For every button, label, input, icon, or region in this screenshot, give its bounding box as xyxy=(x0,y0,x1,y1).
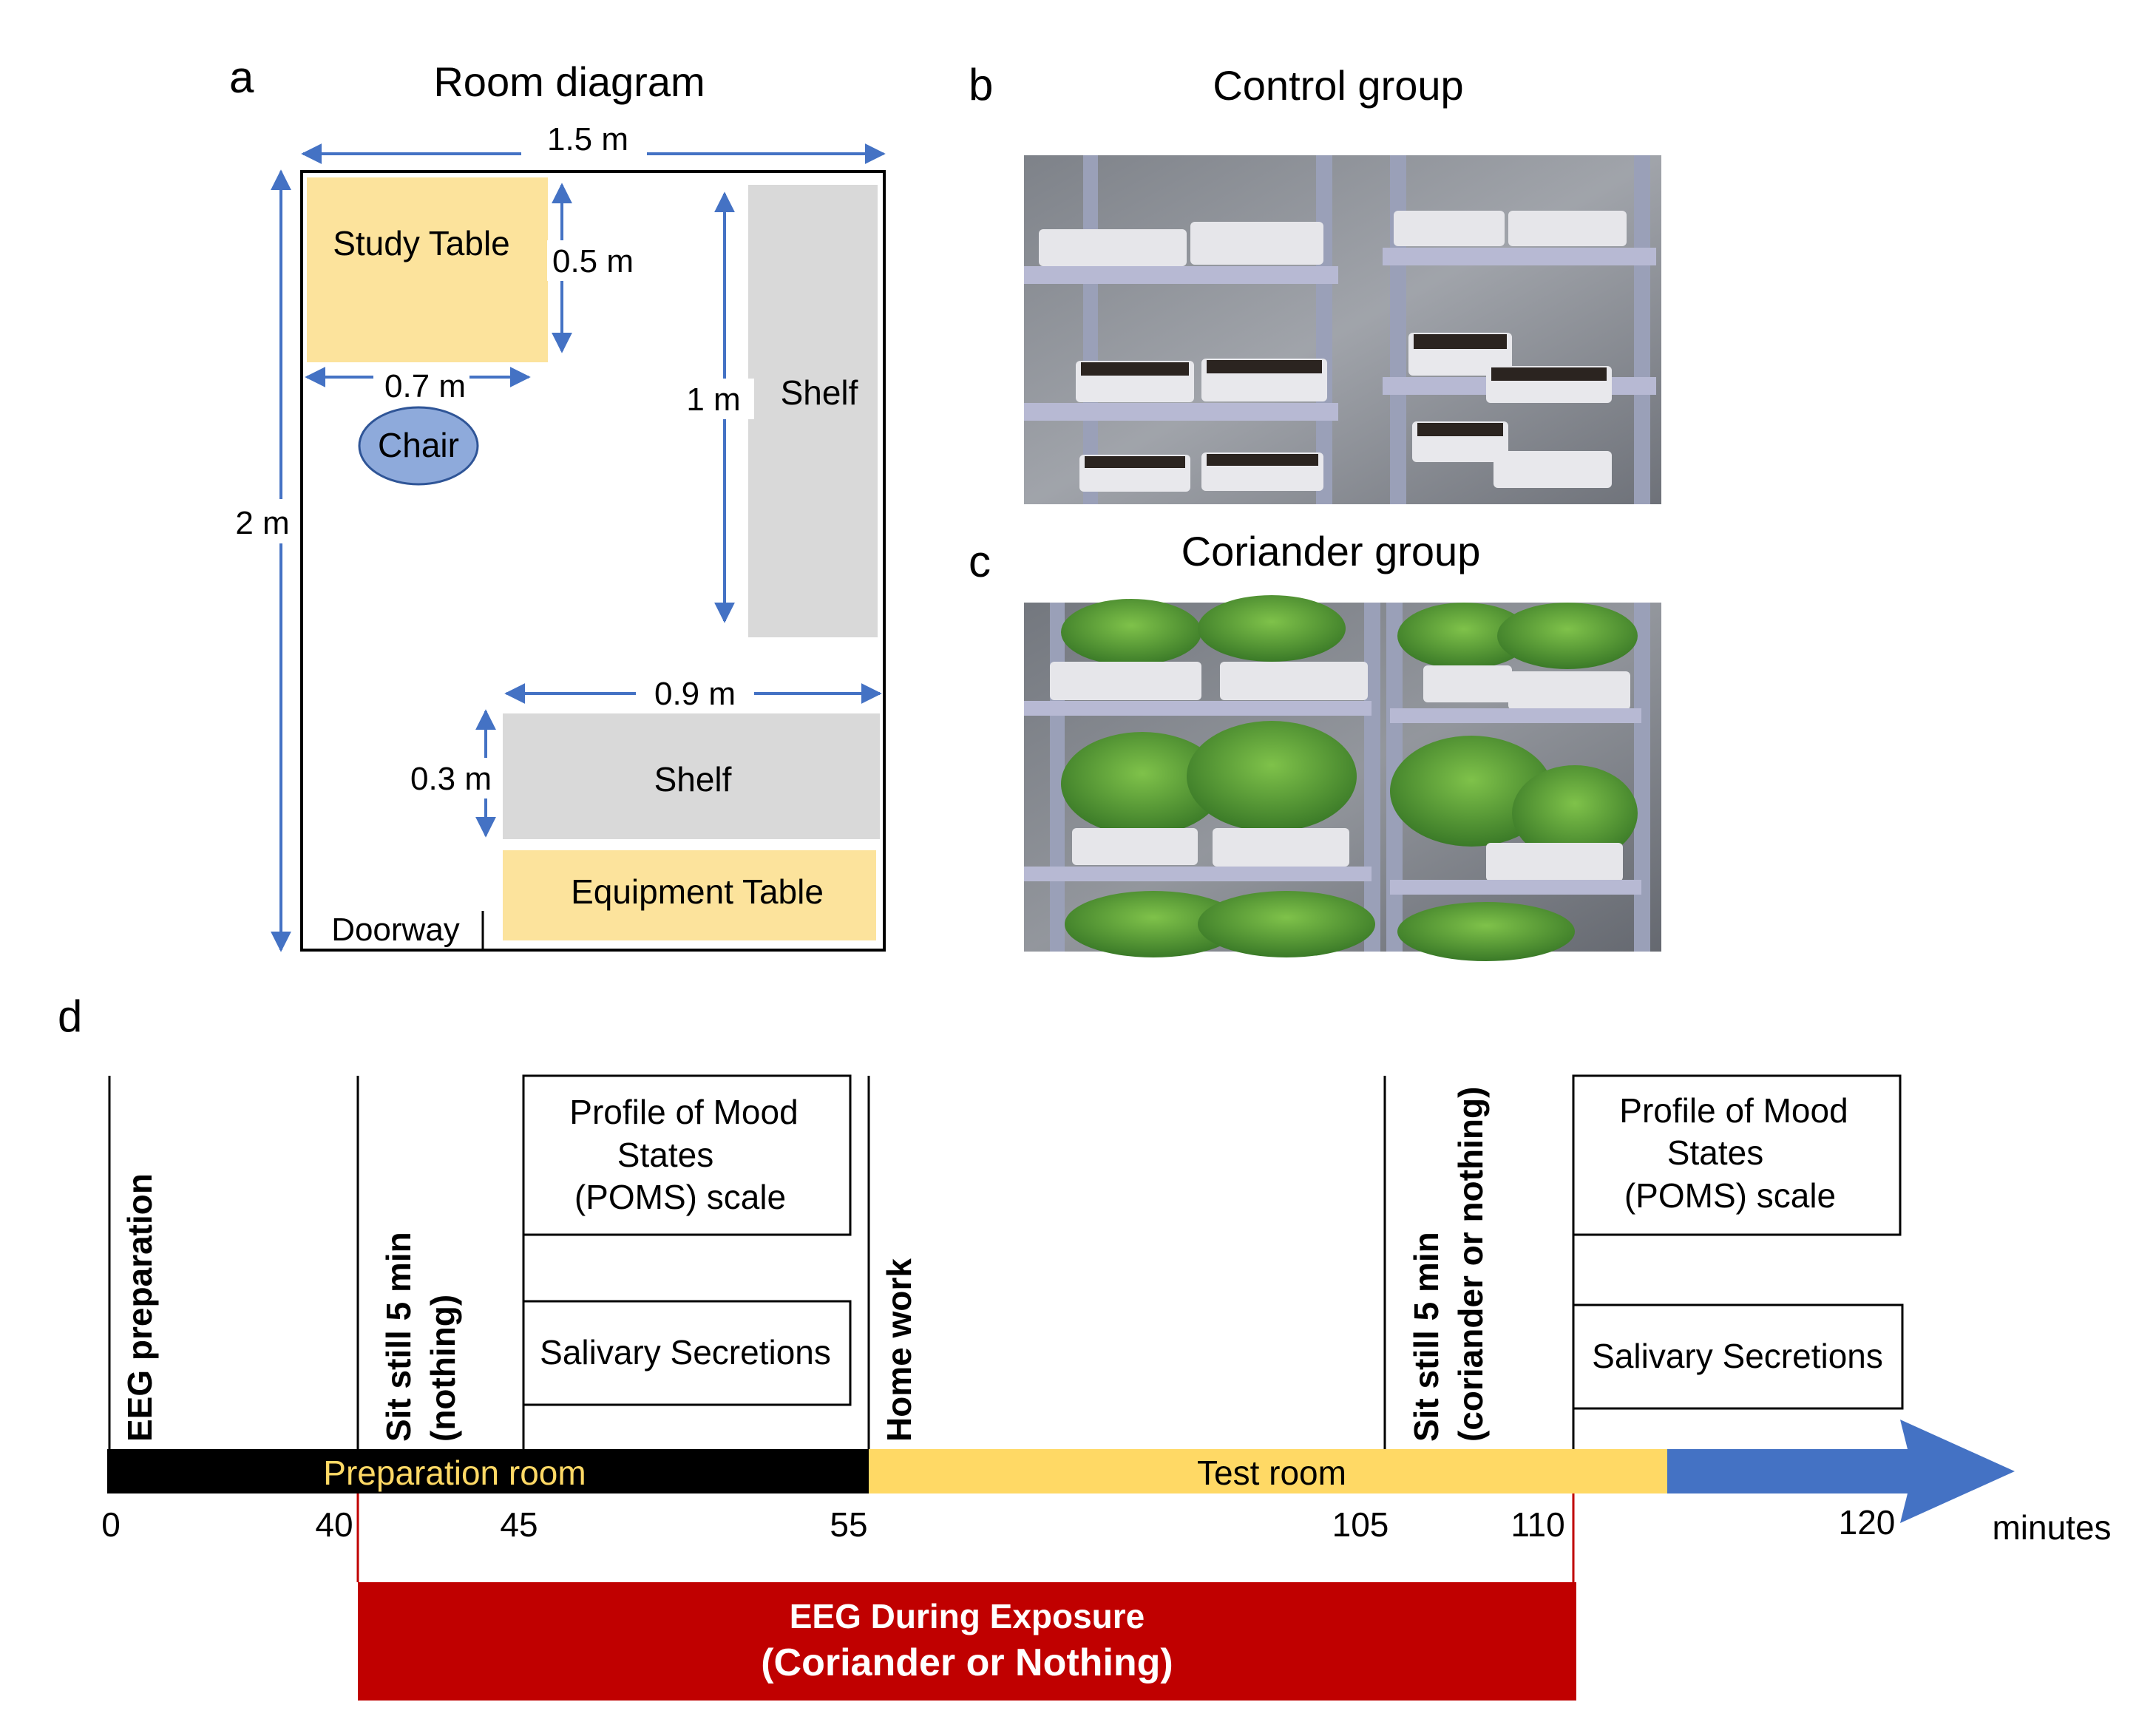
study-table-height-label: 0.5 m xyxy=(552,243,634,279)
preparation-room-bar xyxy=(107,1449,869,1493)
tick-45: 45 xyxy=(500,1505,538,1544)
saliva-2-label: Salivary Secretions xyxy=(1592,1337,1883,1375)
shelf-bottom-width-label: 0.9 m xyxy=(654,676,736,712)
poms-2-line2: States xyxy=(1667,1133,1763,1172)
saliva-1-label: Salivary Secretions xyxy=(540,1333,831,1371)
coriander-group-title: Coriander group xyxy=(1181,528,1481,574)
tick-55: 55 xyxy=(830,1505,867,1544)
shelf-bottom-label: Shelf xyxy=(654,760,732,799)
test-room-bar xyxy=(869,1449,1667,1493)
poms-box-1 xyxy=(522,1074,852,1236)
timeline-arrow xyxy=(1667,1420,2015,1523)
tick-110: 110 xyxy=(1511,1505,1564,1544)
poms-2-line3: (POMS) scale xyxy=(1624,1176,1836,1215)
shelf-bottom xyxy=(503,713,880,839)
doorway-label: Doorway xyxy=(331,912,460,948)
study-table-label: Study Table xyxy=(333,224,510,262)
test-room-label: Test room xyxy=(1197,1454,1346,1492)
chair xyxy=(358,406,479,486)
poms-1-line1: Profile of Mood xyxy=(569,1093,798,1131)
tick-120: 120 xyxy=(1839,1503,1896,1542)
room-outline xyxy=(300,170,886,952)
coriander-group-photo xyxy=(1024,595,1661,961)
shelf-bottom-depth-label: 0.3 m xyxy=(410,761,492,797)
poms-1-line2: States xyxy=(617,1136,713,1174)
chair-label: Chair xyxy=(378,426,459,464)
panel-label-b: b xyxy=(969,60,993,109)
stage-sit-still-2-line1: Sit still 5 min xyxy=(1407,1232,1445,1442)
shelf-right-height-label: 1 m xyxy=(686,382,740,418)
stage-sit-still-2-line2: (coriander or nothing) xyxy=(1451,1087,1490,1442)
saliva-box-2 xyxy=(1572,1303,1904,1410)
preparation-room-label: Preparation room xyxy=(323,1454,586,1492)
panel-label-c: c xyxy=(969,537,991,586)
room-height-label: 2 m xyxy=(235,505,289,541)
room-width-label: 1.5 m xyxy=(547,121,628,157)
study-table-width-label: 0.7 m xyxy=(384,368,466,404)
eeg-exposure-bar xyxy=(358,1582,1576,1701)
room-diagram-title: Room diagram xyxy=(433,58,705,105)
eeg-exposure-line2: (Coriander or Nothing) xyxy=(761,1641,1173,1684)
eeg-exposure-line1: EEG During Exposure xyxy=(790,1597,1145,1635)
shelf-right-label: Shelf xyxy=(781,373,858,412)
control-group-title: Control group xyxy=(1213,62,1463,109)
equipment-table-label: Equipment Table xyxy=(571,872,824,911)
control-group-photo xyxy=(1024,155,1661,504)
tick-105: 105 xyxy=(1332,1505,1389,1544)
poms-1-line3: (POMS) scale xyxy=(574,1178,786,1216)
equipment-table xyxy=(503,850,876,940)
tick-0: 0 xyxy=(101,1505,121,1544)
panel-label-d: d xyxy=(58,991,82,1041)
panel-label-a: a xyxy=(229,52,254,102)
poms-box-2 xyxy=(1572,1074,1902,1236)
stage-sit-still-1-line2: (nothing) xyxy=(424,1295,462,1442)
time-unit-label: minutes xyxy=(1992,1508,2111,1547)
stage-home-work: Home work xyxy=(880,1258,918,1442)
tick-40: 40 xyxy=(315,1505,353,1544)
stage-sit-still-1-line1: Sit still 5 min xyxy=(379,1232,418,1442)
shelf-right xyxy=(748,185,878,637)
saliva-box-1 xyxy=(522,1300,852,1406)
study-table xyxy=(307,177,548,362)
poms-2-line1: Profile of Mood xyxy=(1619,1091,1848,1130)
stage-eeg-preparation: EEG preparation xyxy=(121,1173,159,1442)
